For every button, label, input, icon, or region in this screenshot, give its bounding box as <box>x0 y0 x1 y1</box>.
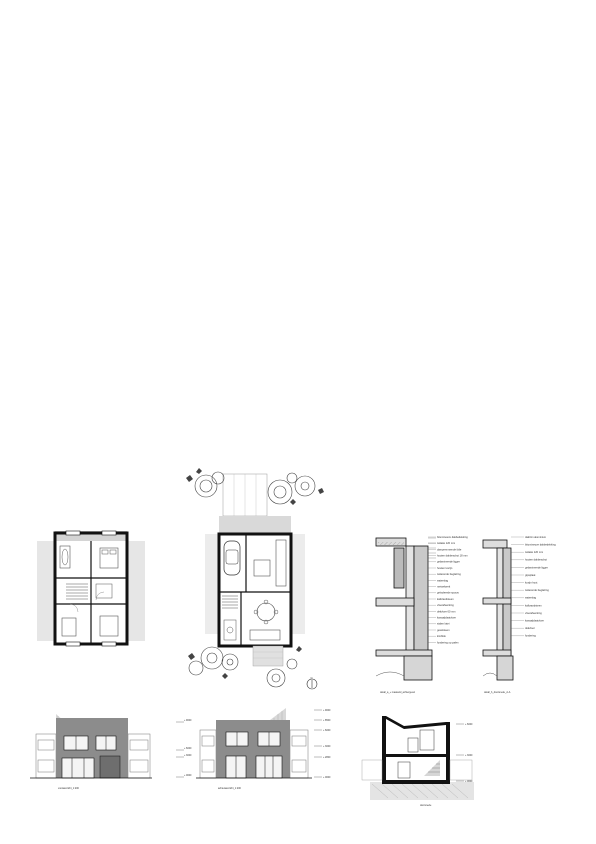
svg-text:+ 6000: + 6000 <box>323 729 331 732</box>
detail-label: kalkzandsteen <box>525 603 542 607</box>
detail-a-caption: detail_a_+ maaiveld_achtergevel <box>380 691 415 694</box>
detail-label: isolerende beglazing <box>525 588 549 592</box>
rear-levels-left: + 9000 + 6000 + 3000 + 0000 <box>176 719 192 778</box>
svg-text:+ 0000: + 0000 <box>465 780 473 783</box>
rear-levels-right: + 9000 + 8500 + 6000 + 3000 + 2800 + 000… <box>314 709 331 779</box>
svg-text:+ 6000: + 6000 <box>184 747 192 750</box>
svg-text:+ 0000: + 0000 <box>184 774 192 777</box>
front-elevation-caption: vooraanzicht_1:200 <box>58 787 80 790</box>
detail-label: vloerafwerking <box>437 603 454 607</box>
detail-label: houten dakbeschot 18 mm <box>437 554 468 558</box>
detail-label: dekvloer 60 mm <box>437 609 455 613</box>
detail-label: bitumineuze dakbedekking <box>525 543 556 547</box>
svg-text:+ 6000: + 6000 <box>465 723 473 726</box>
svg-text:+ 3000: + 3000 <box>465 754 473 757</box>
north-arrow-icon <box>306 678 318 690</box>
first-floor-plan <box>37 530 145 647</box>
detail-label: dampremmende folie <box>437 547 462 551</box>
detail-label: stalen latei <box>437 622 450 626</box>
detail-label: vloerafwerking <box>525 611 542 615</box>
detail-label: fundering op palen <box>437 640 459 644</box>
rear-elevation-caption: achteraanzicht_1:200 <box>218 787 242 790</box>
construction-detail-b: daktrim aluminium bitumineuze dakbedekkin… <box>482 535 556 694</box>
detail-label: bitumineuze dakbedekking <box>437 535 468 539</box>
detail-label: gipsplaat <box>525 573 536 577</box>
detail-label: kimblok <box>437 634 446 638</box>
front-elevation: vooraanzicht_1:200 <box>30 714 152 790</box>
detail-label: gelamineerde ligger <box>525 565 548 569</box>
detail-label: houten dakbeschot <box>525 558 547 562</box>
svg-text:+ 8500: + 8500 <box>323 719 331 722</box>
svg-text:+ 3000: + 3000 <box>184 754 192 757</box>
section-caption: doorsnede <box>420 804 432 807</box>
detail-label: waterslag <box>437 578 449 582</box>
detail-label: waterslag <box>525 596 537 600</box>
ground-floor-site-plan: N <box>186 468 324 690</box>
detail-label: kalkzandsteen <box>437 597 454 601</box>
detail-label: isolerende beglazing <box>437 572 461 576</box>
detail-label: geïsoleerde spouw <box>437 591 459 595</box>
detail-label: isolatie 120 mm <box>437 541 455 545</box>
svg-text:+ 2800: + 2800 <box>323 756 331 759</box>
rear-elevation: + 9000 + 6000 + 3000 + 0000 <box>176 708 331 790</box>
detail-label: houten kozijn <box>437 566 453 570</box>
detail-label: kozijn hout <box>525 581 538 585</box>
detail-label: isolatie 120 mm <box>525 550 543 554</box>
north-arrow-label: N <box>311 677 313 680</box>
building-section: + 6000 + 3000 + 0000 doorsnede <box>361 716 474 807</box>
construction-detail-a: bitumineuze dakbedekking isolatie 120 mm d… <box>375 535 468 694</box>
svg-text:+ 3000: + 3000 <box>323 745 331 748</box>
detail-label: gelamineerde ligger <box>437 560 460 564</box>
detail-label: daktrim aluminium <box>525 535 546 539</box>
detail-label: dekvloer <box>525 626 535 630</box>
detail-label: gevelsteen <box>437 628 450 632</box>
detail-b-caption: detail_b_doorsnede_A-A <box>484 691 511 694</box>
detail-label: kanaalplaatvloer <box>437 616 456 620</box>
svg-text:+ 0000: + 0000 <box>323 776 331 779</box>
detail-label: kanaalplaatvloer <box>525 619 544 623</box>
detail-label: metselwerk <box>437 585 451 589</box>
svg-text:+ 9000: + 9000 <box>184 719 192 722</box>
detail-label: fundering <box>525 634 536 638</box>
svg-text:+ 9000: + 9000 <box>323 709 331 712</box>
